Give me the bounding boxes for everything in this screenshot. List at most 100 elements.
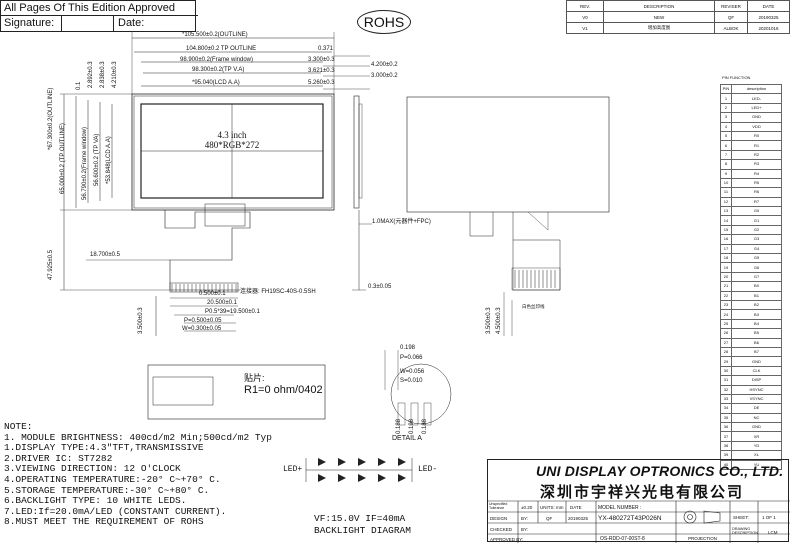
pin-number: 29 xyxy=(720,356,732,367)
detail-val: 0.198 xyxy=(400,345,416,351)
design-label: DESIGN xyxy=(490,516,508,521)
model-number: YX-480272T43P026N xyxy=(598,515,662,522)
pin-description: YD xyxy=(731,440,782,452)
note-line: 3.VIEWING DIRECTION: 12 O'CLOCK xyxy=(4,463,181,475)
rear-view xyxy=(406,96,610,213)
reviser-cell: ALBOK xyxy=(714,22,748,34)
dim-outline-height: *67.300±0.2(OUTLINE) xyxy=(48,87,54,150)
dim-tp-outline-width: 104.800±0.2 TP OUTLINE xyxy=(186,46,257,52)
pin-number: 37 xyxy=(720,431,732,442)
led-minus-label: LED- xyxy=(418,465,438,474)
dim-tp-va-width: 98.300±0.2(TP V.A) xyxy=(192,67,245,73)
title-block: UNI DISPLAY OPTRONICS CO., LTD. 深圳市宇祥兴光电… xyxy=(487,459,789,542)
pin-description: B6 xyxy=(731,337,782,348)
notes-block: NOTE: 1. MODULE BRIGHTNESS: 400cd/m2 Min… xyxy=(4,421,272,528)
pin-description: CLK xyxy=(731,365,782,377)
rear-silkscreen-label: 白色丝印线 xyxy=(522,304,545,309)
pin-number: 35 xyxy=(720,412,732,424)
pin-number: 22 xyxy=(720,290,732,302)
pin-description: XR xyxy=(731,431,782,442)
pin-number: 33 xyxy=(720,393,732,405)
pin-number: 32 xyxy=(720,384,732,395)
tolerance-value: ±0.20 xyxy=(521,505,533,510)
pin-description: NC xyxy=(731,412,782,424)
pin-description: DE xyxy=(731,403,782,414)
dim-5260: 5.260±0.3 xyxy=(308,80,335,86)
pin-number: 31 xyxy=(720,375,732,386)
pin-description: R6 xyxy=(731,187,782,198)
pin-number: 38 xyxy=(720,440,732,452)
pin-description: HSYNC xyxy=(731,384,782,395)
pin-description: B1 xyxy=(731,290,782,302)
dim-19500: P0.5*39=19.500±0.1 xyxy=(205,309,260,315)
dim-frame-width: 98.900±0.2(Frame window) xyxy=(180,57,253,63)
projection-symbol xyxy=(683,510,697,524)
dim-tp-outline-height: 65.000±0.2 (TP OUTLINE) xyxy=(60,123,66,194)
pin-description: VDD xyxy=(731,121,782,132)
pin-description: DISP xyxy=(731,375,782,386)
approval-title: All Pages Of This Edition Approved xyxy=(1,1,198,16)
tp-outline xyxy=(133,95,333,209)
note-line: 7.LED:If=20.0mA/LED (CONSTANT CURRENT). xyxy=(4,505,227,517)
pin-description: R5 xyxy=(731,177,782,189)
pin-description: B2 xyxy=(731,299,782,311)
dim-03: 0.3±0.05 xyxy=(368,284,392,290)
pin-number: 2 xyxy=(720,102,732,114)
side-view xyxy=(353,95,360,209)
units-label: UNITS: mm xyxy=(540,505,564,510)
pin-number: 19 xyxy=(720,262,732,273)
pin-description: B7 xyxy=(731,346,782,358)
dim-20500: 20.500±0.1 xyxy=(207,300,237,306)
pin-number: 23 xyxy=(720,299,732,311)
drawing-description-label: DRAWING DESCRIPTION xyxy=(732,527,758,535)
screen-size: 4.3 inch xyxy=(217,130,247,140)
pin-number: 10 xyxy=(720,177,732,189)
dim-tp-va-height: 56.600±0.2 (TP VA) xyxy=(94,133,100,186)
note-line: NOTE: xyxy=(4,421,33,432)
dim-3621: 3.621±0.3 xyxy=(308,68,335,74)
pin-description: G6 xyxy=(731,262,782,273)
revision-table: REV. DESCRIPTION REVISER DATE V0 NEW QF … xyxy=(566,0,790,34)
dim-2838: 2.838±0.3 xyxy=(100,61,106,88)
pin-description: G4 xyxy=(731,243,782,255)
detail-bottom-val: 0.198 xyxy=(409,418,415,434)
tolerance-label: Unspecified Tolerance xyxy=(489,502,508,510)
dim-outline-width: *105.500±0.2(OUTLINE) xyxy=(182,32,248,38)
pin-description: G3 xyxy=(731,234,782,245)
model-number-label: MODEL NUMBER : xyxy=(598,505,642,511)
pin-description: YU xyxy=(731,459,782,471)
module-outline xyxy=(131,93,335,211)
company-name-en: UNI DISPLAY OPTRONICS CO., LTD. xyxy=(536,463,784,479)
note-line: 6.BACKLIGHT TYPE: 10 WHITE LEDS. xyxy=(4,495,187,507)
pin-description: R2 xyxy=(731,149,782,161)
pin-description: GND xyxy=(731,422,782,433)
date-label: Date: xyxy=(113,16,198,31)
led-array xyxy=(318,458,406,482)
pin-number: 12 xyxy=(720,196,732,208)
pin-description: G1 xyxy=(731,215,782,226)
pin-number: 27 xyxy=(720,337,732,348)
dim-lcd-aa-height: *53.848(LCD A.A) xyxy=(106,136,112,184)
dim-2892: 2.892±0.3 xyxy=(88,61,94,88)
connector-label: 连接器: FH19SC-40S-0.5SH xyxy=(240,289,316,295)
dim-3300: 3.300±0.3 xyxy=(308,57,335,63)
sheet-number: 1 OF 1 xyxy=(762,515,776,520)
revision-row: V1 增加高度图 ALBOK 20201016 xyxy=(566,22,790,34)
pin-number: 3 xyxy=(720,112,732,123)
pin-description: B0 xyxy=(731,281,782,292)
